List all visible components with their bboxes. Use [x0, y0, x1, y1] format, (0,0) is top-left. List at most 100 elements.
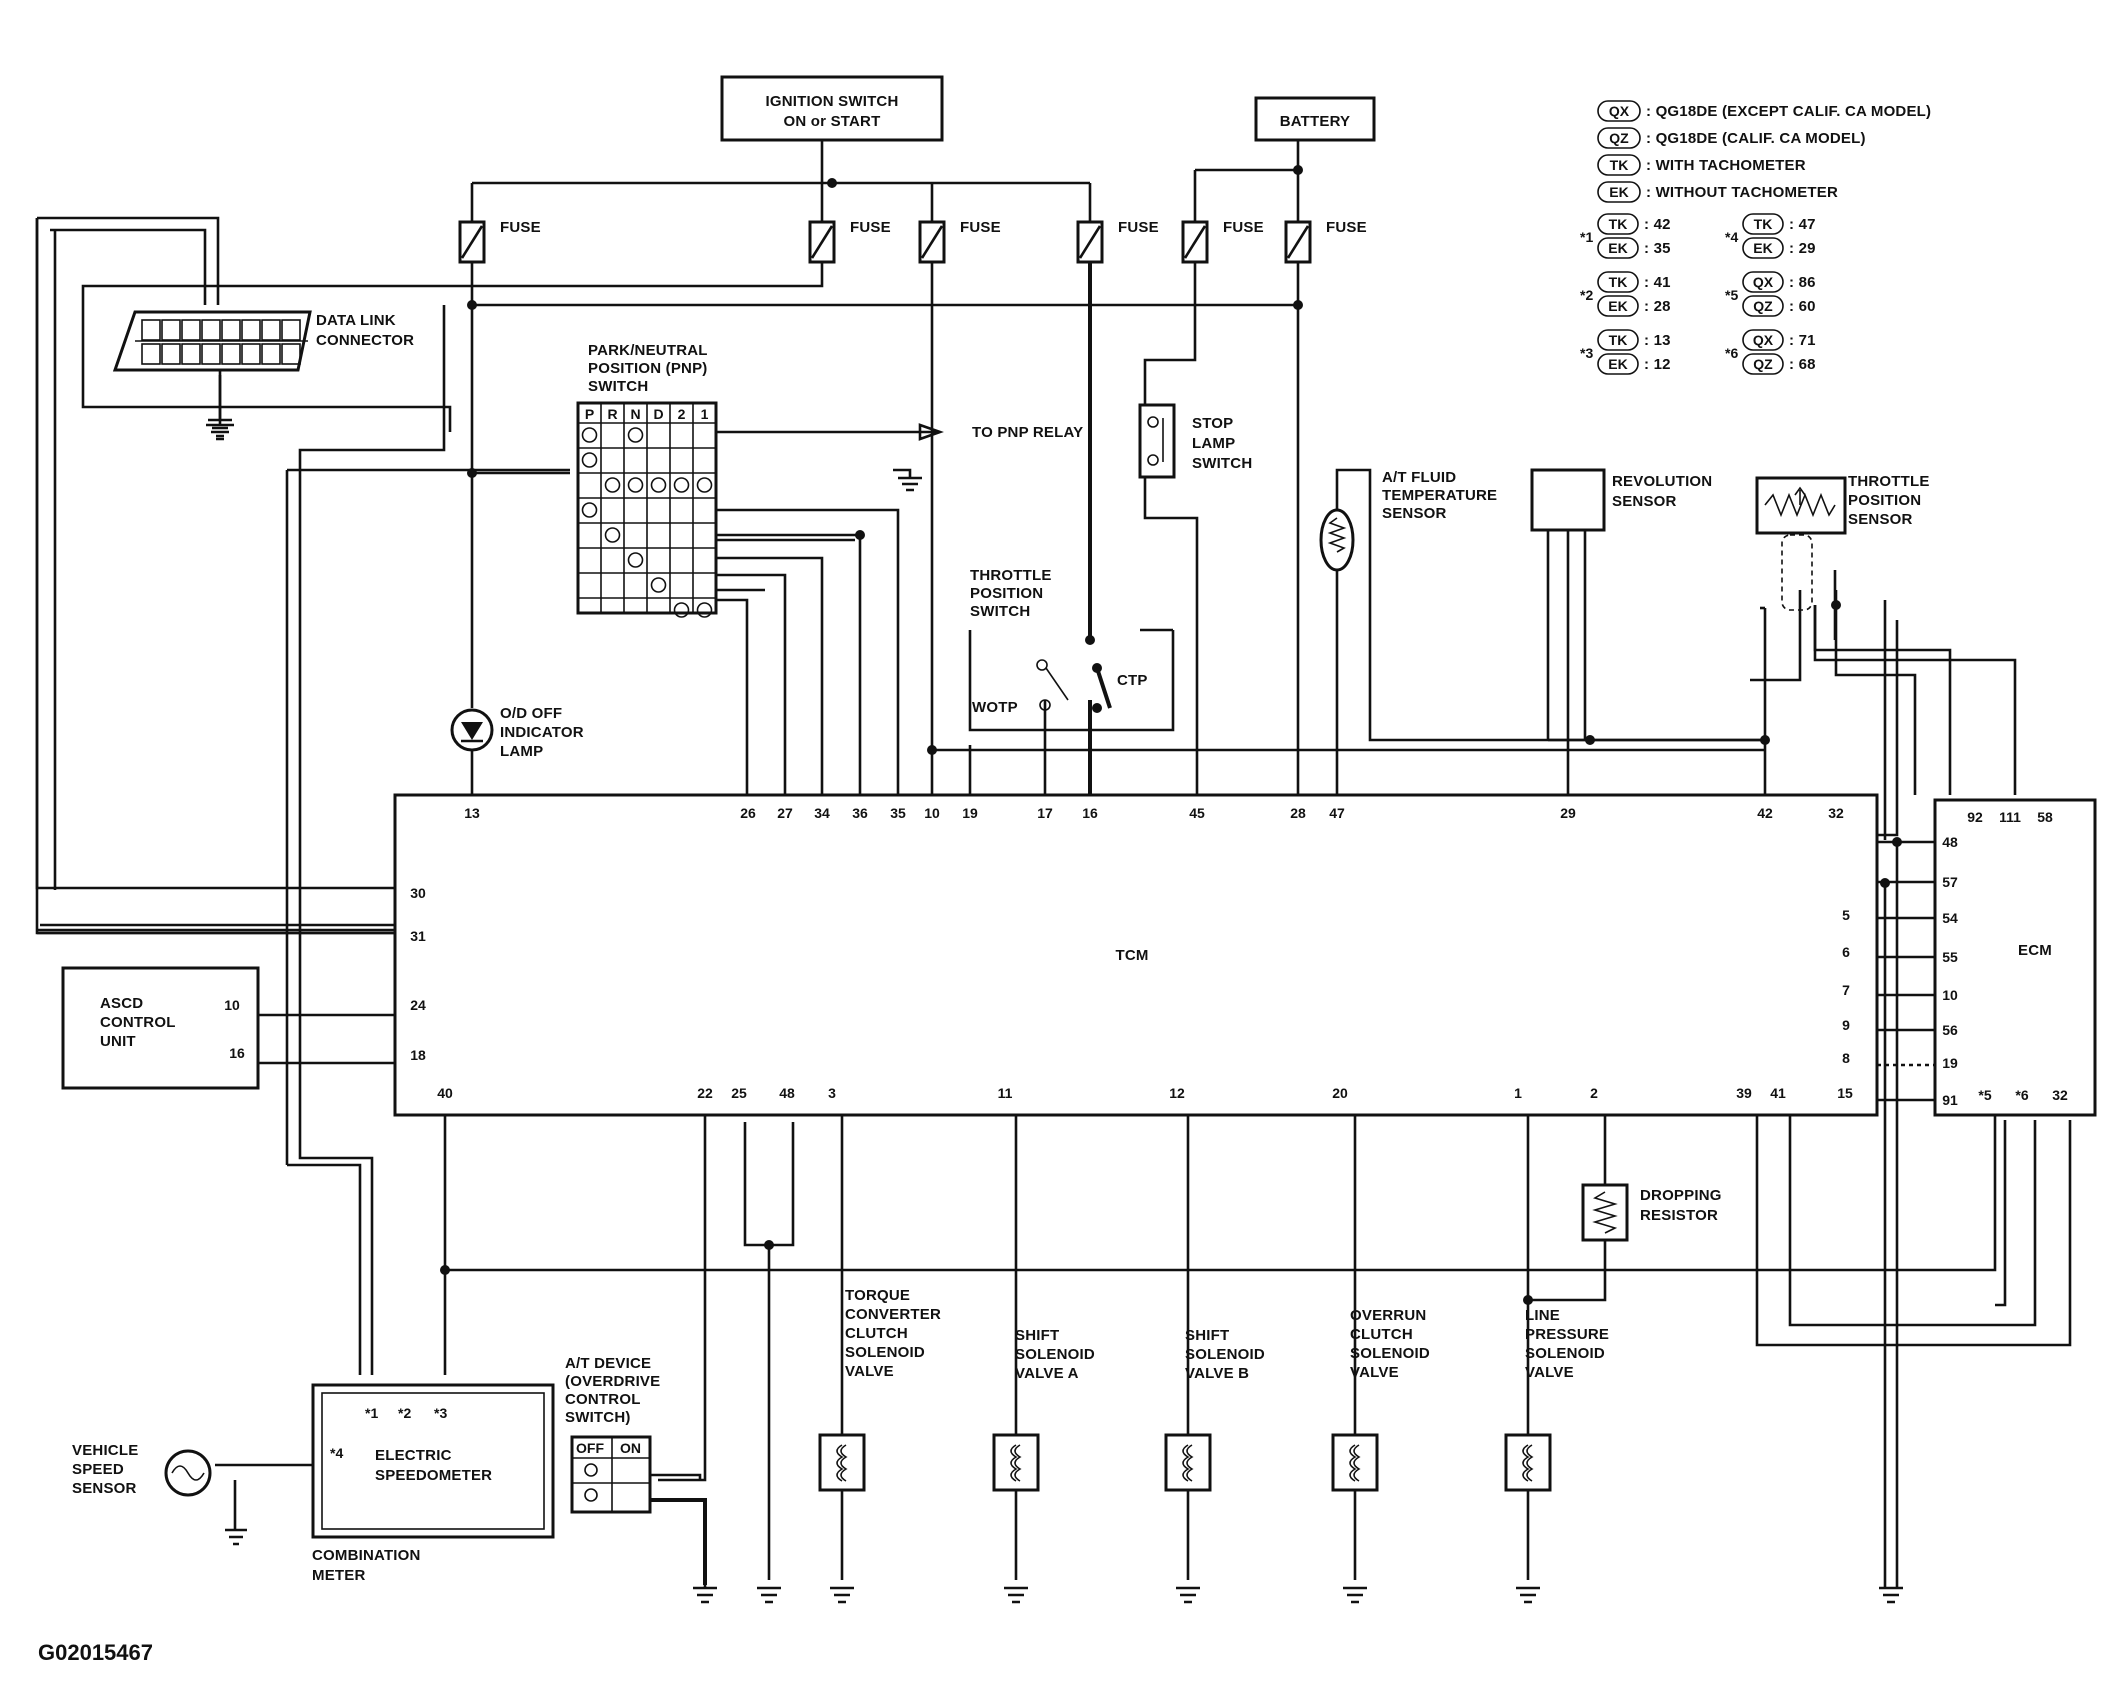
svg-text:: 60: : 60	[1789, 298, 1816, 315]
tcm-pin: 35	[890, 805, 906, 821]
svg-text:TK: TK	[1610, 157, 1629, 173]
solenoid-label: TORQUE	[845, 1287, 910, 1304]
pnp-column-label: P	[585, 406, 594, 422]
combination-meter: *1 *2 *3 *4 ELECTRIC SPEEDOMETER COMBINA…	[311, 1383, 555, 1584]
tcm-pin: 11	[998, 1085, 1013, 1101]
ecm-pin: 48	[1942, 834, 1958, 850]
svg-text:TK: TK	[1609, 332, 1628, 348]
stop-label-2: LAMP	[1192, 435, 1235, 452]
tcm-pin: 24	[410, 997, 426, 1013]
svg-text:EK: EK	[1608, 298, 1627, 314]
throttle-position-sensor: THROTTLE POSITION SENSOR	[1755, 473, 1929, 611]
atdev-label-1: A/T DEVICE	[565, 1355, 651, 1372]
pnp-column-label: 1	[701, 406, 709, 422]
svg-text:QZ: QZ	[1753, 298, 1773, 314]
tcm-pin: 17	[1037, 805, 1053, 821]
ctp-label: CTP	[1117, 672, 1148, 689]
pnp-label-2: POSITION (PNP)	[588, 360, 707, 377]
tps-label-3: SENSOR	[1848, 511, 1913, 528]
ecm-pin: 57	[1942, 874, 1958, 890]
tcm-pin: 26	[740, 805, 756, 821]
dr-label-2: RESISTOR	[1640, 1207, 1718, 1224]
ecm-pin: 19	[1942, 1055, 1958, 1071]
figure-id: G02015467	[38, 1640, 153, 1665]
svg-text:QX: QX	[1753, 274, 1774, 290]
stop-lamp-switch: STOP LAMP SWITCH	[1138, 403, 1252, 479]
solenoid-label: OVERRUN	[1350, 1307, 1426, 1324]
solenoid-label: VALVE B	[1185, 1365, 1249, 1382]
dlc-label-2: CONNECTOR	[316, 332, 414, 349]
atdev-label-2: (OVERDRIVE	[565, 1373, 660, 1390]
off-label: OFF	[576, 1440, 604, 1456]
svg-text:: 12: : 12	[1644, 356, 1671, 373]
speedo-label-2: SPEEDOMETER	[375, 1467, 492, 1484]
ground-icon	[757, 1586, 781, 1604]
svg-text:: 47: : 47	[1789, 216, 1816, 233]
tcm-pin: 6	[1842, 944, 1850, 960]
revolution-sensor: REVOLUTION SENSOR	[1530, 468, 1712, 532]
solenoid-label: SOLENOID	[1015, 1346, 1095, 1363]
od-label-3: LAMP	[500, 743, 543, 760]
svg-text:: 68: : 68	[1789, 356, 1816, 373]
fuse-label: FUSE	[1326, 219, 1367, 236]
rev-label-1: REVOLUTION	[1612, 473, 1712, 490]
svg-text:: QG18DE (EXCEPT CALIF. CA MOD: : QG18DE (EXCEPT CALIF. CA MODEL)	[1646, 103, 1931, 120]
tcm-pin: 36	[852, 805, 868, 821]
ascd-control-unit: ASCD CONTROL UNIT 10 16	[61, 966, 260, 1090]
ground-icon	[830, 1586, 854, 1604]
fuse-icon: FUSE	[1076, 219, 1159, 264]
tcm-pin: 2	[1590, 1085, 1598, 1101]
tcm-pin: 9	[1842, 1017, 1850, 1033]
grounds	[693, 1585, 1903, 1604]
svg-text:QX: QX	[1609, 103, 1630, 119]
speedo-label-1: ELECTRIC	[375, 1447, 452, 1464]
solenoid-label: VALVE A	[1015, 1365, 1079, 1382]
solenoid-label: SOLENOID	[1525, 1345, 1605, 1362]
solenoid-label: PRESSURE	[1525, 1326, 1609, 1343]
pnp-column-label: 2	[678, 406, 686, 422]
fuse-label: FUSE	[500, 219, 541, 236]
battery-label: BATTERY	[1280, 113, 1351, 130]
od-label-2: INDICATOR	[500, 724, 584, 741]
svg-text:EK: EK	[1608, 356, 1627, 372]
wotp-label: WOTP	[972, 699, 1018, 716]
solenoid-label: CONVERTER	[845, 1306, 941, 1323]
od-off-indicator-lamp: O/D OFF INDICATOR LAMP	[450, 705, 584, 760]
od-label-1: O/D OFF	[500, 705, 562, 722]
tcm-pin: 15	[1837, 1085, 1853, 1101]
solenoid-label: VALVE	[1525, 1364, 1574, 1381]
ground-icon	[693, 1586, 717, 1604]
battery: BATTERY	[1254, 96, 1376, 142]
tcm-pin: 1	[1514, 1085, 1522, 1101]
ecm-pin: 91	[1942, 1092, 1958, 1108]
svg-text:: 86: : 86	[1789, 274, 1816, 291]
tcm-pin: 45	[1189, 805, 1205, 821]
tcm-pin: 41	[1770, 1085, 1786, 1101]
tcm-pin: 29	[1560, 805, 1576, 821]
wires	[30, 140, 2072, 1588]
tcm-pin: 19	[962, 805, 978, 821]
speedo-pin: *2	[398, 1405, 411, 1421]
atf-label-3: SENSOR	[1382, 505, 1447, 522]
svg-text:TK: TK	[1754, 216, 1773, 232]
ecm-pin: *5	[1978, 1087, 1991, 1103]
svg-text:QZ: QZ	[1753, 356, 1773, 372]
tcm-pin: 32	[1828, 805, 1844, 821]
solenoid-label: CLUTCH	[1350, 1326, 1413, 1343]
tcm-pin: 27	[777, 805, 793, 821]
atf-label-1: A/T FLUID	[1382, 469, 1456, 486]
solenoid-label: SOLENOID	[1185, 1346, 1265, 1363]
ground-icon	[1516, 1586, 1540, 1604]
tcm-pin: 18	[410, 1047, 426, 1063]
svg-text:*2: *2	[1580, 287, 1593, 303]
tcm-pin: 47	[1329, 805, 1345, 821]
pnp-column-label: N	[630, 406, 640, 422]
tp-switch-label-1: THROTTLE	[970, 567, 1052, 584]
svg-text:: 41: : 41	[1644, 274, 1671, 291]
